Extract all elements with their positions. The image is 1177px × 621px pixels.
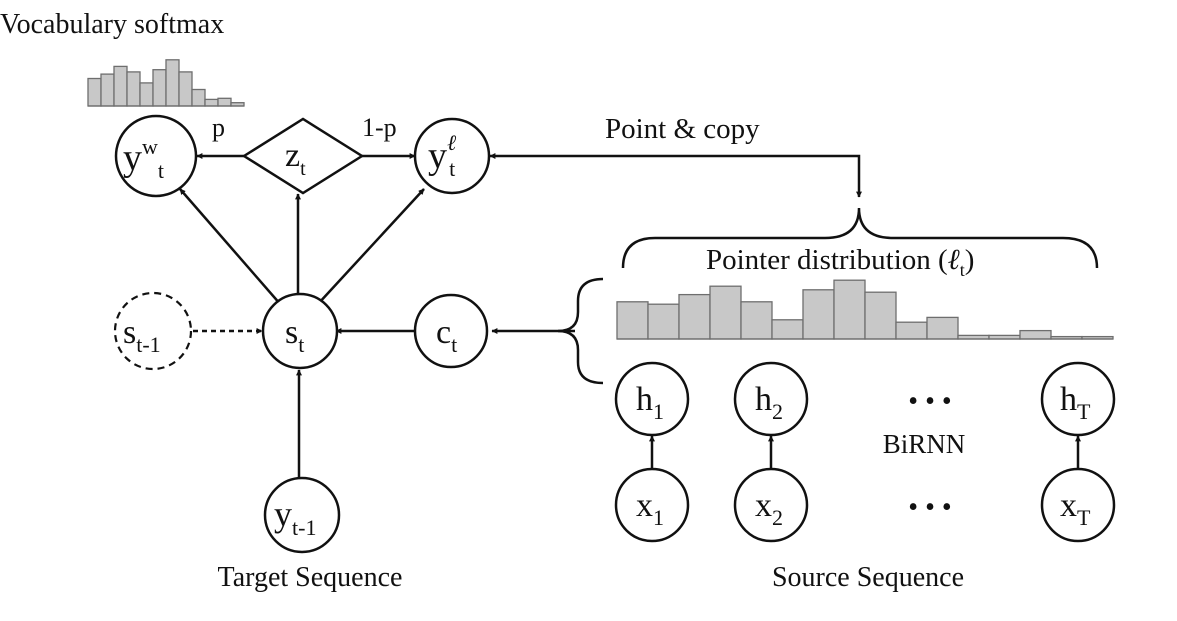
svg-text:yt-1: yt-1 [274,494,316,540]
node-z: zt [241,117,365,195]
vocab-bar-2 [100,73,115,107]
edge-s-to-yw [179,188,282,306]
vocab-bar-3 [113,65,128,107]
point-and-copy-label: Point & copy [605,113,760,145]
vocab-bar-4 [126,71,141,107]
pointer-bar-5 [740,301,773,340]
node-x2: x2 [733,467,809,543]
svg-text:xT: xT [1060,487,1091,530]
top-brace [621,207,1099,269]
node-s-prev: st-1 [113,291,193,371]
one-minus-p-label: 1-p [362,113,397,142]
pointer-bar-2 [647,303,680,340]
svg-text:h2: h2 [755,381,783,424]
node-x1: x1 [614,467,690,543]
target-sequence-label: Target Sequence [218,562,403,593]
ellipsis-inputs: • • • [908,492,951,523]
edge-point-and-copy [489,153,862,198]
edges [179,153,1081,478]
svg-text:h1: h1 [636,381,664,424]
vocabulary-softmax-histogram [87,59,245,107]
pointer-bar-3 [678,293,711,340]
ellipsis-hidden: • • • [908,386,951,417]
node-xT: xT [1040,467,1116,543]
pointer-bar-1 [616,301,649,340]
svg-text:ywt: ywt [123,134,164,183]
vocab-bar-11 [217,97,232,107]
svg-text:x1: x1 [636,487,664,530]
vocab-bar-7 [165,59,180,107]
vocab-bar-5 [139,82,154,107]
svg-text:hT: hT [1060,381,1091,424]
node-c: ct [413,293,489,369]
svg-text:yℓt: yℓt [428,130,457,181]
svg-text:zt: zt [285,137,306,180]
pointer-bar-10 [895,321,928,340]
node-hT: hT [1040,361,1116,437]
node-h1: h1 [614,361,690,437]
edge-s-to-yl [317,188,425,305]
node-yw: ywt [114,114,198,198]
pointer-bar-14 [1019,329,1052,340]
pointer-bar-4 [709,285,742,340]
pointer-distribution-histogram [616,279,1114,340]
pointer-bar-6 [771,319,804,340]
pointer-bar-8 [833,279,866,340]
svg-text:x2: x2 [755,487,783,530]
vocab-bar-9 [191,88,206,107]
pointer-bar-9 [864,291,897,340]
svg-text:st-1: st-1 [123,314,161,357]
pointer-bar-7 [802,289,835,340]
vocab-bar-8 [178,71,193,107]
svg-text:st: st [285,314,304,357]
vocab-bar-10 [204,98,219,107]
node-y-prev: yt-1 [263,476,341,554]
vocab-bar-1 [87,77,102,107]
svg-text:ct: ct [436,314,457,357]
left-brace [557,277,604,385]
birnn-label: BiRNN [883,429,966,459]
pointer-distribution-label: Pointer distribution (ℓt) [706,244,974,280]
pointer-bar-11 [926,316,959,340]
vocabulary-softmax-label: Vocabulary softmax [0,9,224,40]
source-sequence-label: Source Sequence [772,562,964,593]
p-label: p [212,113,225,142]
vocab-bar-6 [152,69,167,107]
node-h2: h2 [733,361,809,437]
node-s: st [261,292,339,370]
